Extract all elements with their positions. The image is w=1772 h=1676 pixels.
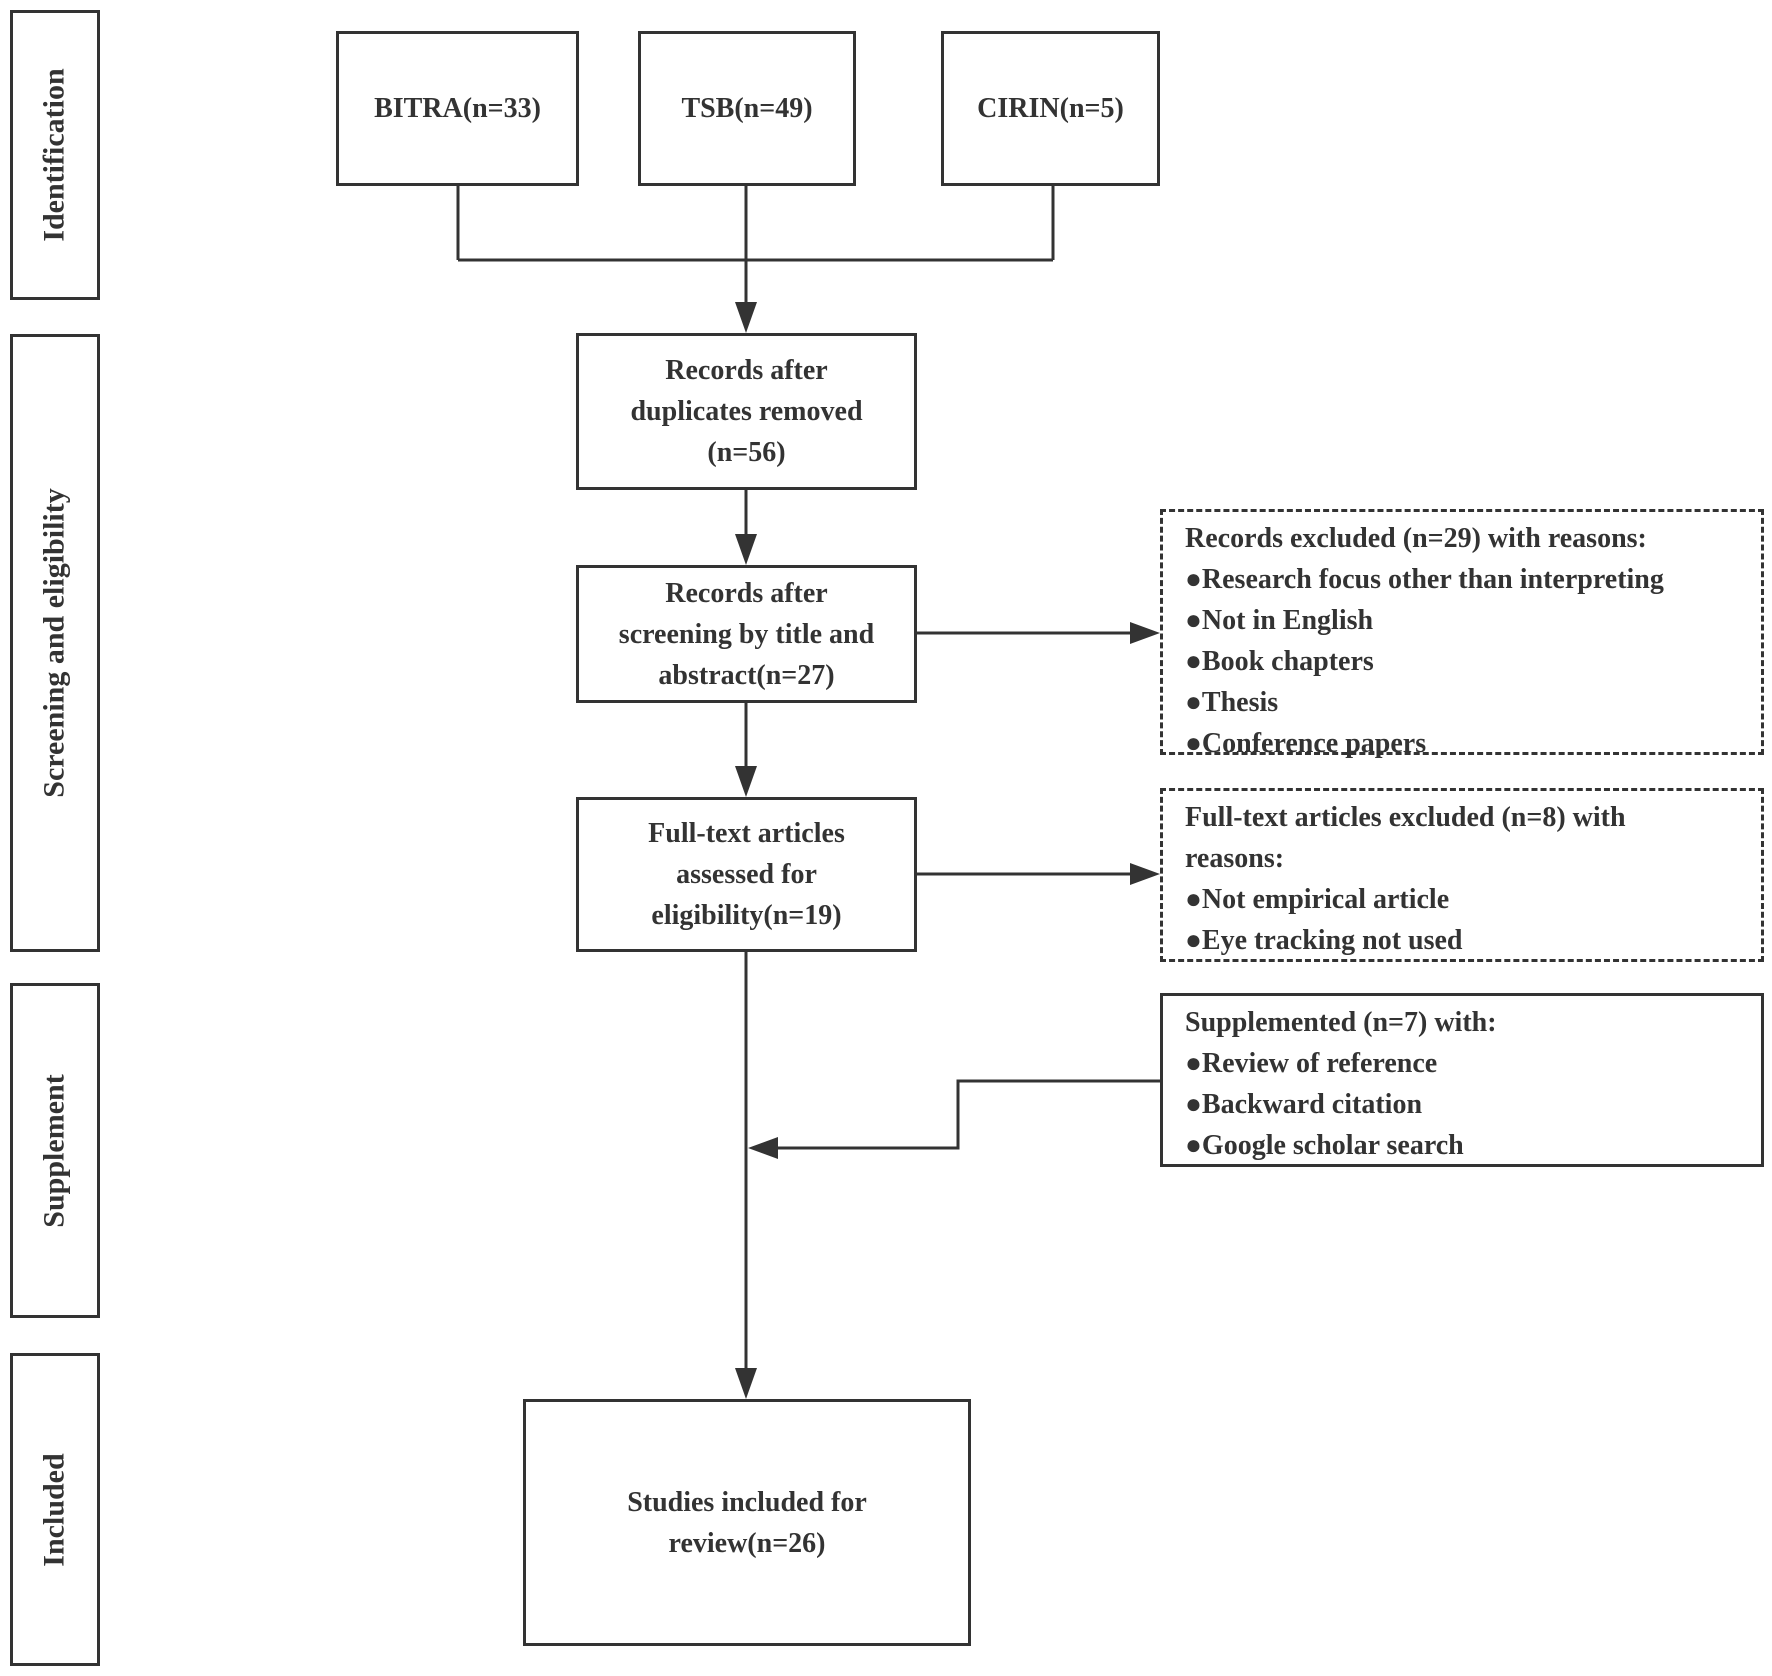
box-line: ●Eye tracking not used (1185, 925, 1463, 956)
box-line: ●Conference papers (1185, 728, 1427, 759)
source-label: BITRA(n=33) (374, 93, 541, 124)
arrowhead-to-records-excluded (1130, 622, 1160, 644)
box-line: screening by title and (618, 618, 875, 650)
screening-box: Records after screening by title and abs… (576, 565, 917, 703)
arrowhead-to-duplicates (735, 302, 757, 333)
box-line: review(n=26) (668, 1527, 826, 1559)
full-text-assessed-box: Full-text articles assessed for eligibil… (576, 797, 917, 952)
stage-label: Identification (38, 68, 71, 242)
supplemented-box: Supplemented (n=7) with: ●Review of refe… (1160, 993, 1764, 1167)
box-line: ●Google scholar search (1185, 1130, 1464, 1161)
duplicates-removed-box: Records after duplicates removed (n=56) (576, 333, 917, 490)
arrowhead-to-fulltext (735, 766, 757, 797)
arrowhead-to-fulltext-excluded (1130, 863, 1160, 885)
source-bitra-box: BITRA(n=33) (336, 31, 579, 186)
box-line: ●Research focus other than interpreting (1185, 564, 1664, 595)
source-label: CIRIN(n=5) (977, 93, 1124, 124)
records-excluded-box: Records excluded (n=29) with reasons: ●R… (1160, 509, 1764, 759)
stage-identification: Identification (10, 10, 100, 300)
source-tsb-box: TSB(n=49) (638, 31, 856, 186)
box-line: assessed for (676, 859, 817, 890)
arrowhead-to-screening (735, 534, 757, 565)
box-line: Full-text articles excluded (n=8) with (1185, 802, 1626, 833)
box-line: Records after (665, 577, 828, 609)
box-line: Studies included for (627, 1486, 867, 1518)
source-label: TSB(n=49) (681, 93, 813, 124)
box-line: ●Book chapters (1185, 646, 1374, 677)
box-line: Records excluded (n=29) with reasons: (1185, 523, 1647, 554)
box-line: (n=56) (707, 437, 786, 468)
studies-included-box: Studies included for review(n=26) (523, 1399, 971, 1646)
stage-label: Included (38, 1452, 72, 1567)
arrowhead-from-supplemented (748, 1137, 778, 1159)
fulltext-excluded-box: Full-text articles excluded (n=8) with r… (1160, 788, 1764, 962)
box-line: ●Not in English (1185, 605, 1374, 636)
box-line: ●Thesis (1185, 687, 1279, 718)
stage-label: Screening and eligibility (38, 488, 72, 798)
stage-label: Supplement (38, 1073, 71, 1228)
box-line: Supplemented (n=7) with: (1185, 1007, 1497, 1038)
stage-supplement: Supplement (10, 983, 100, 1318)
stage-included: Included (10, 1353, 100, 1666)
box-line: duplicates removed (630, 396, 863, 427)
source-cirin-box: CIRIN(n=5) (941, 31, 1160, 186)
box-line: ●Backward citation (1185, 1089, 1423, 1120)
arrowhead-to-included (735, 1368, 757, 1399)
box-line: ●Not empirical article (1185, 884, 1450, 915)
arrow-from-supplemented (778, 1079, 1160, 1150)
box-line: Full-text articles (648, 818, 845, 849)
stage-screening-eligibility: Screening and eligibility (10, 334, 100, 952)
box-line: reasons: (1185, 843, 1285, 874)
box-line: abstract(n=27) (658, 659, 835, 691)
box-line: eligibility(n=19) (651, 900, 842, 931)
box-line: Records after (665, 355, 828, 386)
box-line: ●Review of reference (1185, 1048, 1438, 1079)
